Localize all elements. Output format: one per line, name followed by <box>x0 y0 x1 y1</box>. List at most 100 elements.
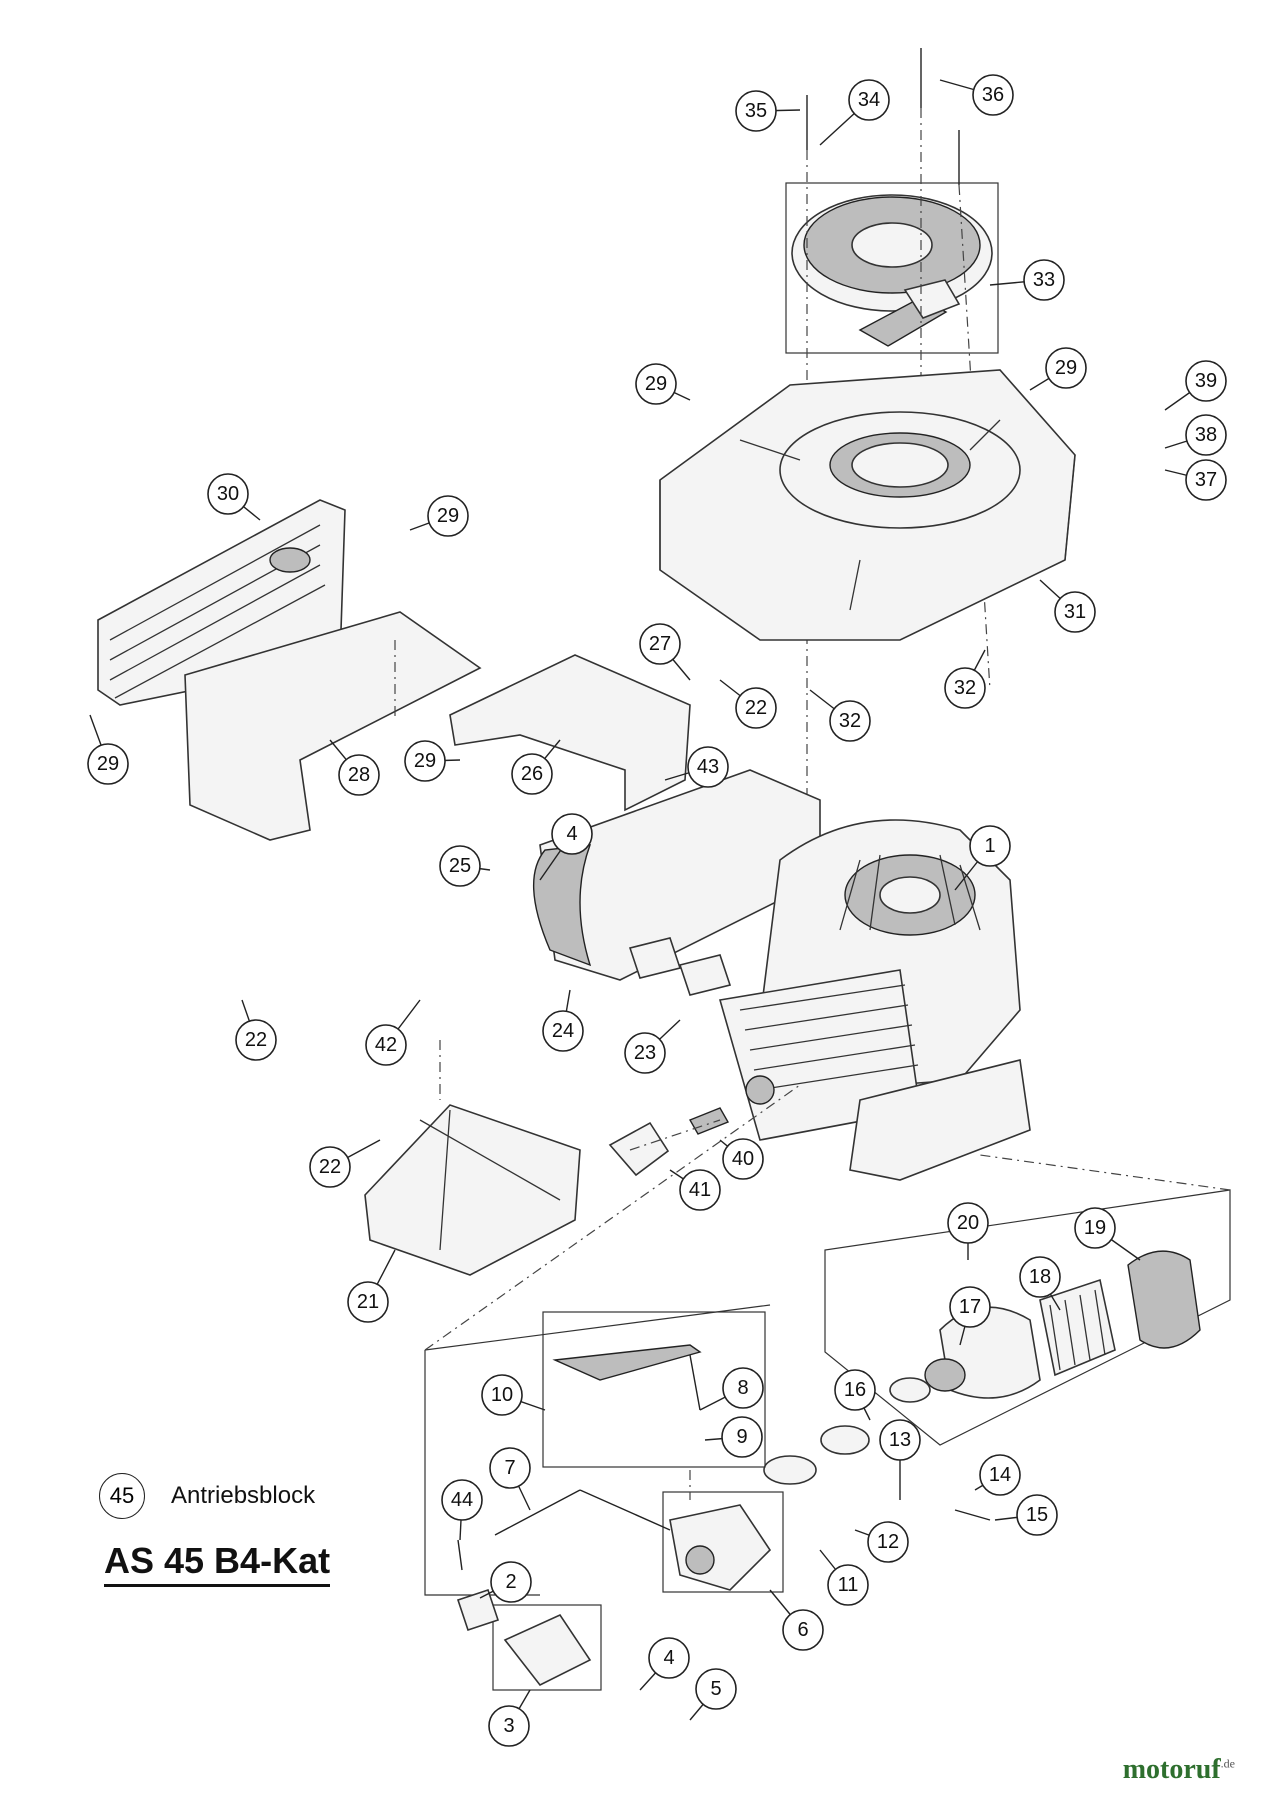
callout-c24: 24 <box>542 989 584 1052</box>
callout-c11: 11 <box>819 1549 869 1606</box>
callout-number: 11 <box>838 1574 859 1596</box>
callout-number: 14 <box>989 1464 1011 1486</box>
callout-c14: 14 <box>974 1454 1021 1496</box>
callout-number: 29 <box>437 505 459 527</box>
callout-circle <box>1074 1207 1116 1249</box>
deflector-plate <box>184 611 482 841</box>
callout-number: 40 <box>732 1148 754 1170</box>
callout-number: 26 <box>521 763 543 785</box>
callout-circle <box>511 753 553 795</box>
recoil-starter <box>785 182 999 354</box>
control-rods <box>457 1489 671 1571</box>
callout-circle <box>944 667 986 709</box>
callout-c18: 18 <box>1019 1256 1061 1311</box>
callout-number: 28 <box>348 764 370 786</box>
callout-circle <box>687 746 729 788</box>
callout-c9: 9 <box>704 1416 763 1458</box>
callout-number: 24 <box>552 1020 574 1042</box>
callout-c32b: 32 <box>944 649 986 709</box>
exhaust-cover <box>449 654 691 812</box>
callout-circle <box>338 754 380 796</box>
callout-circle <box>722 1138 764 1180</box>
muffler <box>532 769 821 981</box>
callout-circle <box>488 1705 530 1747</box>
callout-number: 19 <box>1084 1217 1106 1239</box>
callout-number: 33 <box>1033 269 1055 291</box>
callout-c22b: 22 <box>309 1139 381 1188</box>
callout-c22a: 22 <box>235 999 277 1061</box>
callout-c22c: 22 <box>719 679 777 729</box>
callout-circle <box>404 740 446 782</box>
callout-c29e: 29 <box>404 740 461 782</box>
callout-number: 25 <box>449 855 471 877</box>
callout-c35: 35 <box>735 90 801 132</box>
callout-number: 29 <box>1055 357 1077 379</box>
model-title: AS 45 B4-Kat <box>104 1540 331 1587</box>
legend-label: Antriebsblock <box>171 1482 316 1509</box>
callout-circle <box>1185 360 1227 402</box>
air-filter-assembly <box>824 1189 1231 1446</box>
callout-number: 4 <box>663 1647 674 1669</box>
callout-number: 7 <box>504 1457 515 1479</box>
callout-circle <box>309 1146 351 1188</box>
callout-circle <box>829 700 871 742</box>
callout-c29d: 29 <box>87 714 129 785</box>
callout-circle <box>635 363 677 405</box>
callout-c20: 20 <box>947 1202 989 1260</box>
callout-c29b: 29 <box>1029 347 1087 391</box>
callout-number: 29 <box>97 753 119 775</box>
callout-circle <box>427 495 469 537</box>
callout-number: 22 <box>745 697 767 719</box>
callout-c36: 36 <box>939 74 1014 116</box>
callout-number: 16 <box>844 1379 866 1401</box>
callout-number: 5 <box>710 1678 721 1700</box>
callout-number: 22 <box>245 1029 267 1051</box>
callout-number: 39 <box>1195 370 1217 392</box>
callout-circle <box>848 79 890 121</box>
callout-circle <box>1016 1494 1058 1536</box>
callout-c4a: 4 <box>539 813 593 881</box>
callout-c28: 28 <box>329 739 380 796</box>
callout-circle <box>441 1479 483 1521</box>
callout-c15: 15 <box>994 1494 1058 1536</box>
callout-c26: 26 <box>511 739 561 795</box>
callout-c3: 3 <box>488 1689 531 1747</box>
callout-number: 2 <box>505 1571 516 1593</box>
callout-c39: 39 <box>1164 360 1227 411</box>
callout-c17: 17 <box>949 1286 991 1346</box>
callout-circle <box>735 687 777 729</box>
callout-c29a: 29 <box>635 363 691 405</box>
callout-circle <box>735 90 777 132</box>
air-guide <box>364 1040 581 1276</box>
callout-circle <box>1185 459 1227 501</box>
callout-circle <box>949 1286 991 1328</box>
callout-c5: 5 <box>689 1668 737 1721</box>
callout-number: 20 <box>957 1212 979 1234</box>
callout-c29c: 29 <box>409 495 469 537</box>
callout-circle <box>365 1024 407 1066</box>
intake-clamps <box>763 1377 991 1521</box>
callout-number: 10 <box>491 1384 513 1406</box>
callout-circle <box>782 1609 824 1651</box>
callout-number: 12 <box>877 1531 899 1553</box>
callout-number: 22 <box>319 1156 341 1178</box>
callout-number: 1 <box>984 835 995 857</box>
callout-number: 13 <box>889 1429 911 1451</box>
engine-block <box>718 819 1031 1181</box>
callout-number: 6 <box>797 1619 808 1641</box>
callout-circle <box>489 1447 531 1489</box>
callout-c16: 16 <box>834 1369 876 1421</box>
callout-c21: 21 <box>347 1249 396 1323</box>
callout-circle <box>648 1637 690 1679</box>
callout-c40: 40 <box>719 1138 764 1180</box>
callout-c23: 23 <box>624 1019 681 1074</box>
callout-circle <box>1019 1256 1061 1298</box>
callout-circle <box>979 1454 1021 1496</box>
callout-number: 8 <box>737 1377 748 1399</box>
callout-number: 18 <box>1029 1266 1051 1288</box>
callout-number: 30 <box>217 483 239 505</box>
callout-number: 38 <box>1195 424 1217 446</box>
callout-circle <box>207 473 249 515</box>
callout-labels: 1234456789101112131415161718192021222222… <box>87 74 1227 1747</box>
